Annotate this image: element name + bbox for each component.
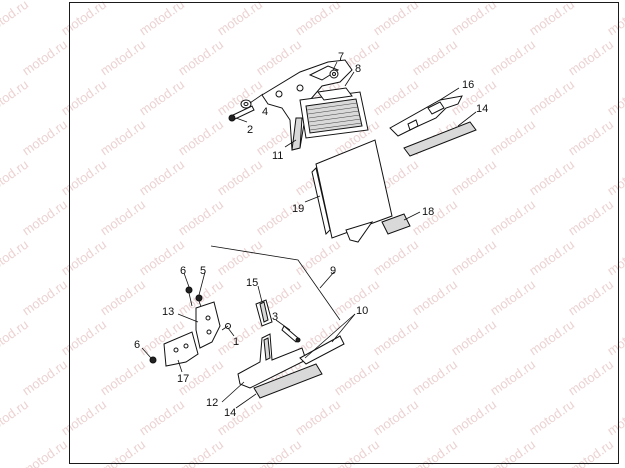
callout-1: 1 (233, 336, 239, 348)
light-housing-grille (306, 102, 363, 131)
callout-15: 15 (246, 277, 258, 289)
reflector-lens-10 (299, 335, 345, 365)
plate-12 (237, 333, 307, 389)
reflector-14-lower (253, 363, 323, 399)
bracket-17 (163, 331, 199, 367)
callout-14-upper: 14 (476, 103, 488, 115)
leader-lines (141, 61, 477, 409)
callout-16: 16 (462, 79, 474, 91)
callout-4: 4 (262, 106, 268, 118)
callout-17: 17 (177, 373, 189, 385)
license-plate-19 (311, 139, 393, 243)
callout-19: 19 (292, 203, 304, 215)
callout-8: 8 (355, 63, 361, 75)
callout-12: 12 (206, 397, 218, 409)
nut-6-lower (149, 356, 157, 364)
reflector-bracket-16 (389, 95, 463, 137)
callout-9: 9 (330, 265, 336, 277)
bolt-2 (228, 105, 255, 122)
callout-7: 7 (338, 51, 344, 63)
callout-11: 11 (272, 150, 283, 162)
callout-3: 3 (272, 311, 278, 323)
light-housing-8 (299, 87, 369, 139)
nut-7 (329, 69, 339, 79)
callout-6-lower: 6 (134, 339, 140, 351)
screw-3 (281, 325, 301, 343)
washer-4 (240, 99, 252, 109)
callout-6-upper: 6 (180, 265, 186, 277)
callout-10: 10 (356, 305, 368, 317)
callout-2: 2 (247, 124, 253, 136)
reflector-18 (381, 213, 411, 235)
callout-14-lower: 14 (224, 407, 236, 419)
callout-18: 18 (422, 206, 434, 218)
group-line-9 (210, 245, 341, 321)
parts-diagram-frame (69, 2, 619, 464)
mount-15 (255, 299, 273, 327)
nut-6-upper (185, 286, 193, 307)
callout-13: 13 (162, 306, 174, 318)
bracket-13 (195, 301, 221, 349)
reflector-14-upper (403, 121, 477, 157)
callout-5: 5 (200, 265, 206, 277)
